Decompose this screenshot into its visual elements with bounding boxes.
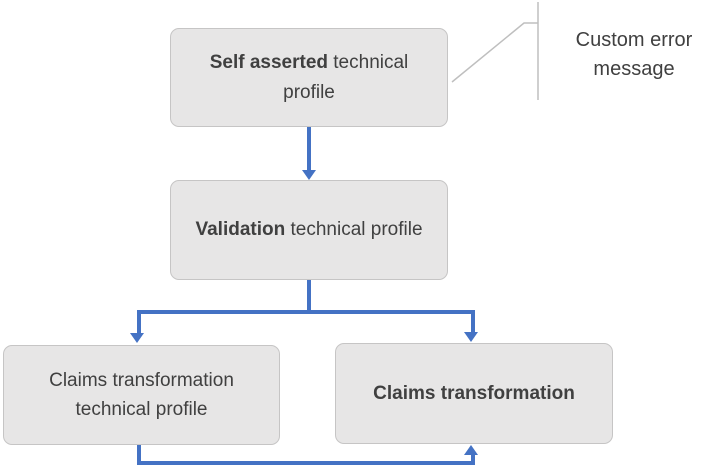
connector-validation-stem [307,280,311,314]
connector-branch-horizontal [137,310,475,314]
node-label-bold: Claims transformation [373,382,575,404]
connector-top-to-validation [307,127,311,170]
arrowhead-down-icon [302,170,316,180]
node-label-bold: Validation [195,219,286,241]
node-label: Self asserted technical profile [191,48,427,107]
node-label-regular: technical profile [285,219,423,241]
connector-branch-left-drop [137,314,141,333]
annotation-custom-error-message: Custom error message [575,29,693,80]
connector-bottom-loop-rise [471,455,475,465]
node-validation-technical-profile: Validation technical profile [170,180,448,280]
connector-branch-right-drop [471,314,475,332]
node-label-regular: Claims transformation technical profile [49,369,234,420]
node-label-regular: technical profile [283,52,409,103]
node-label-bold: Self asserted [209,52,328,74]
connector-bottom-loop-horizontal [137,461,475,465]
arrowhead-down-icon [130,333,144,343]
node-label: Claims transformation [373,379,575,408]
arrowhead-up-icon [464,445,478,455]
node-label: Claims transformation technical profile [24,366,259,425]
callout-leader-line [451,2,539,100]
node-label: Validation technical profile [195,215,422,244]
node-claims-transformation-technical-profile: Claims transformation technical profile [3,345,280,445]
connector-bottom-loop-left [137,445,141,465]
node-claims-transformation: Claims transformation [335,343,613,444]
node-self-asserted-technical-profile: Self asserted technical profile [170,28,448,127]
arrowhead-down-icon [464,332,478,342]
